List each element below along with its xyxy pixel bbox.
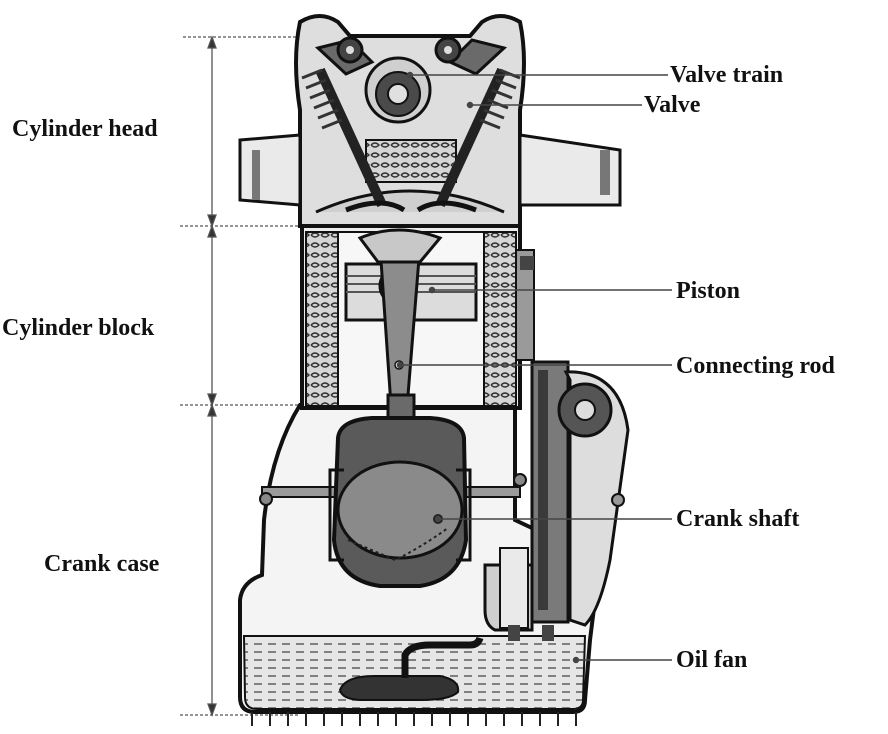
- label-valve-train: Valve train: [670, 62, 784, 88]
- label-cylinder-head: Cylinder head: [12, 116, 158, 142]
- section-dimension-lines: [180, 35, 300, 717]
- valves: [301, 67, 521, 213]
- label-crank-case: Crank case: [44, 551, 160, 577]
- label-cylinder-block: Cylinder block: [2, 315, 155, 341]
- label-valve: Valve: [644, 92, 701, 118]
- label-oil-fan: Oil fan: [676, 647, 748, 673]
- oil-pump-assembly: [483, 360, 630, 641]
- valve-train: [314, 36, 508, 124]
- leader-lines: [396, 71, 672, 664]
- label-connecting-rod: Connecting rod: [676, 353, 835, 379]
- label-crank-shaft: Crank shaft: [676, 506, 800, 532]
- label-piston: Piston: [676, 278, 741, 304]
- cylinder-head: [238, 14, 622, 228]
- oil-pan: [242, 635, 587, 726]
- crank-shaft: [328, 416, 472, 588]
